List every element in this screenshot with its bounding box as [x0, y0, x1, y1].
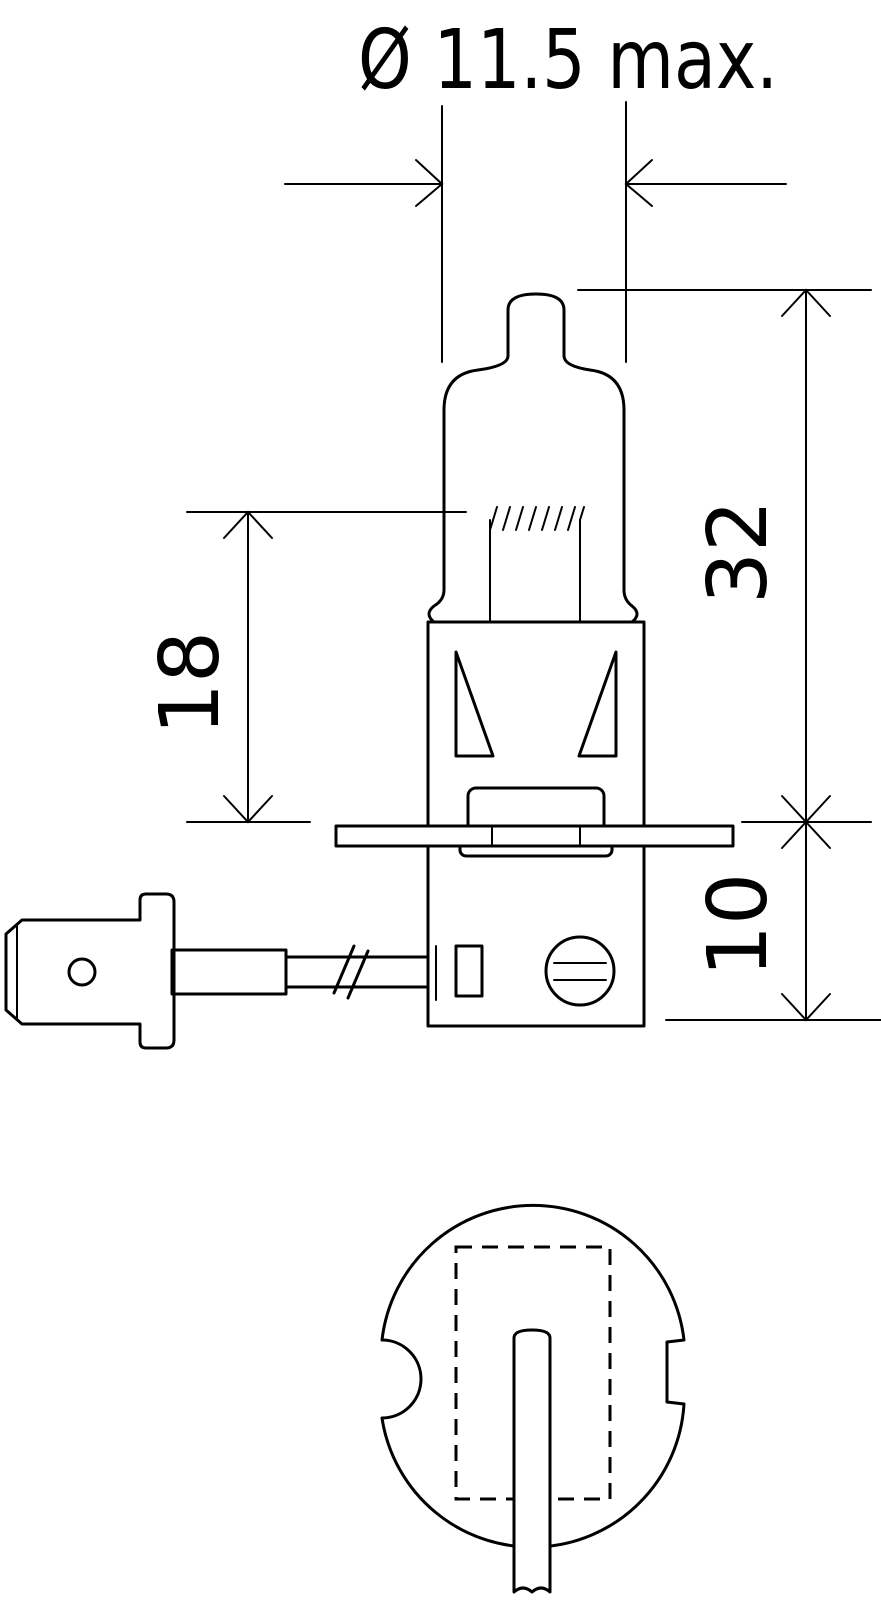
spade-connector	[4, 892, 176, 1050]
end-view	[380, 1203, 686, 1594]
base-contacts	[454, 935, 616, 1007]
base-height-label: 10	[691, 873, 786, 977]
ground-screw	[544, 935, 616, 1007]
flange	[334, 824, 735, 848]
diameter-label: Ø 11.5 max.	[358, 13, 778, 108]
glass-bulb	[427, 292, 639, 624]
filament-height-dimension: 18	[143, 510, 467, 824]
diameter-dimension: Ø 11.5 max.	[284, 13, 787, 363]
base-height-dimension: 10	[665, 820, 881, 1022]
filament-height-label: 18	[143, 631, 238, 735]
lamp-base	[426, 620, 646, 1028]
connector-hole-icon	[67, 957, 97, 987]
lead-wire	[170, 944, 437, 1001]
filament	[489, 506, 585, 623]
overall-length-label: 32	[691, 500, 786, 604]
overall-length-dimension: 32	[577, 288, 872, 824]
